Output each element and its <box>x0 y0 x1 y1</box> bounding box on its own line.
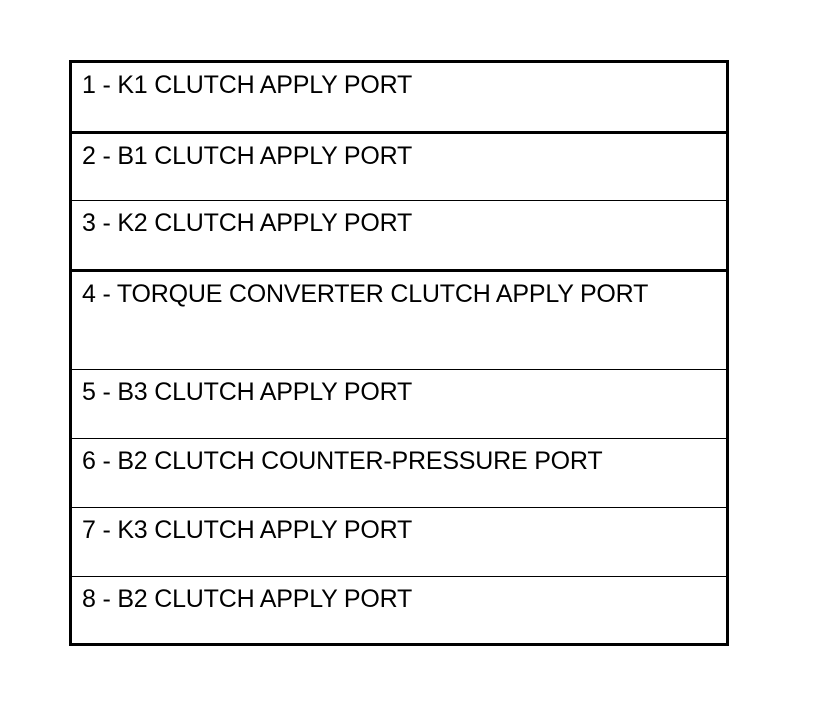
legend-row-5: 5 - B3 CLUTCH APPLY PORT <box>72 369 726 438</box>
legend-row-7: 7 - K3 CLUTCH APPLY PORT <box>72 507 726 576</box>
legend-item-text: 7 - K3 CLUTCH APPLY PORT <box>82 516 413 544</box>
legend-row-2: 2 - B1 CLUTCH APPLY PORT <box>72 131 726 200</box>
legend-item-text: 5 - B3 CLUTCH APPLY PORT <box>82 378 413 406</box>
legend-row-8: 8 - B2 CLUTCH APPLY PORT <box>72 576 726 643</box>
legend-row-1: 1 - K1 CLUTCH APPLY PORT <box>72 63 726 131</box>
legend-row-4: 4 - TORQUE CONVERTER CLUTCH APPLY PORT <box>72 269 726 369</box>
legend-item-text: 4 - TORQUE CONVERTER CLUTCH APPLY PORT <box>82 280 649 308</box>
legend-item-text: 2 - B1 CLUTCH APPLY PORT <box>82 142 413 170</box>
legend-row-6: 6 - B2 CLUTCH COUNTER-PRESSURE PORT <box>72 438 726 507</box>
legend-row-3: 3 - K2 CLUTCH APPLY PORT <box>72 200 726 269</box>
legend-item-text: 6 - B2 CLUTCH COUNTER-PRESSURE PORT <box>82 447 603 475</box>
legend-table: 1 - K1 CLUTCH APPLY PORT 2 - B1 CLUTCH A… <box>69 60 729 646</box>
legend-item-text: 8 - B2 CLUTCH APPLY PORT <box>82 585 413 613</box>
legend-item-text: 1 - K1 CLUTCH APPLY PORT <box>82 71 413 99</box>
legend-item-text: 3 - K2 CLUTCH APPLY PORT <box>82 209 413 237</box>
